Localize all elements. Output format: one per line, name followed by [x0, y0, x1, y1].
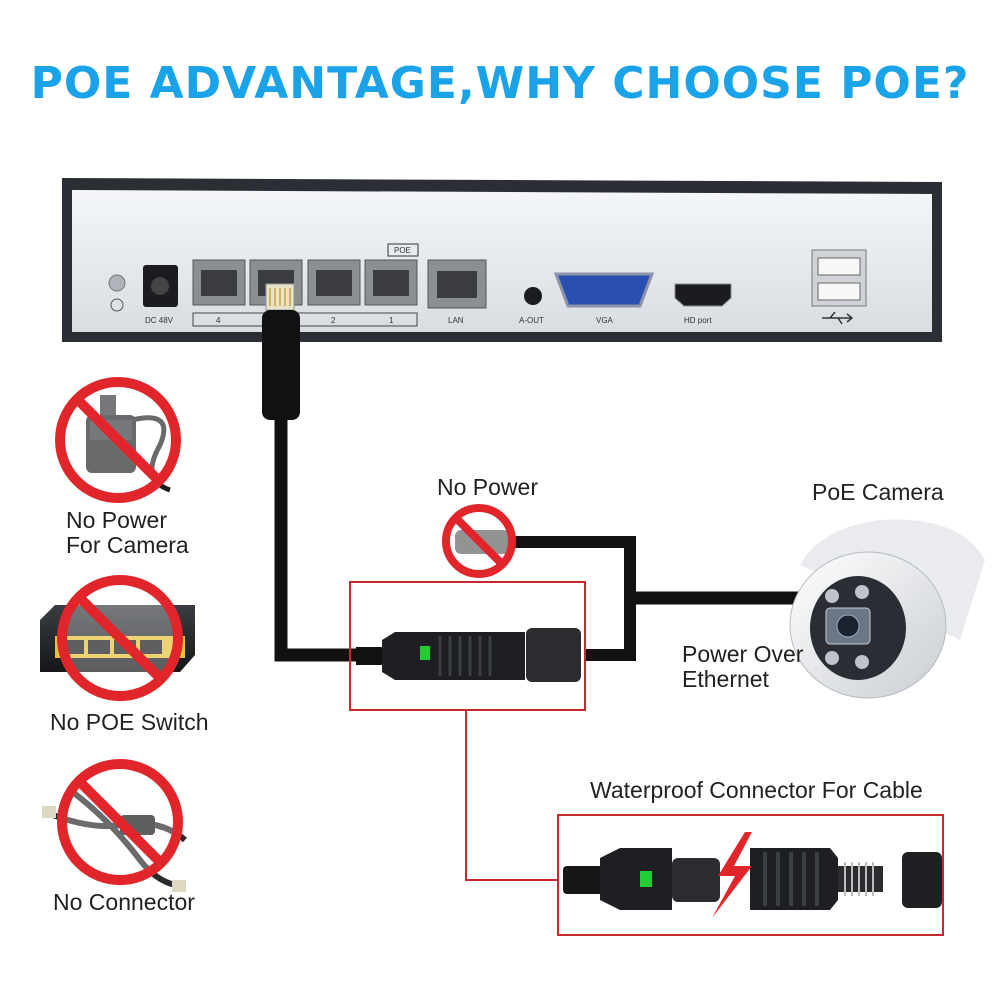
no-connector-label: No Connector [53, 889, 195, 915]
no-power-camera-line2: For Camera [66, 532, 189, 558]
port-number-4: 4 [216, 316, 221, 325]
poe-ports [192, 259, 418, 327]
connector-assembly [356, 628, 581, 682]
power-over-line2: Ethernet [682, 666, 769, 692]
no-switch-prohibit-icon [57, 575, 183, 701]
hdmi-port [674, 283, 732, 307]
vga-port [553, 272, 655, 308]
lightning-icon [712, 832, 752, 918]
no-power-camera-line1: No Power [66, 507, 167, 533]
poe-camera-label: PoE Camera [812, 479, 944, 505]
power-label: DC 48V [145, 316, 174, 325]
power-over-ethernet-label: Power Over Ethernet [682, 642, 803, 692]
poe-camera-image [789, 519, 985, 699]
main-cable [274, 420, 360, 662]
no-adapter-prohibit-icon [55, 377, 181, 503]
poe-tag: POE [394, 246, 411, 255]
power-over-line1: Power Over [682, 641, 804, 667]
port-number-1: 1 [389, 316, 394, 325]
audio-out-jack [524, 287, 542, 305]
no-power-label: No Power [437, 474, 538, 500]
callout-line [465, 710, 558, 881]
page-title: POE ADVANTAGE,WHY CHOOSE POE? [30, 58, 970, 109]
ground-icon [110, 298, 124, 312]
vga-label: VGA [596, 316, 614, 325]
waterproof-highlight-box [557, 814, 944, 936]
screw-icon [108, 274, 126, 292]
ethernet-plug [262, 283, 300, 420]
connector-highlight-box [349, 581, 586, 711]
status-led [420, 646, 430, 660]
no-power-prohibit-icon [442, 504, 516, 578]
port-number-2: 2 [331, 316, 336, 325]
usb-icon [822, 311, 854, 325]
hdmi-label: HD port [684, 316, 712, 325]
nvr-device: DC 48V POE 4 3 2 1 LAN A-OUT VGA HD port [62, 178, 942, 342]
no-connector-prohibit-icon [57, 759, 183, 885]
waterproof-connector-label: Waterproof Connector For Cable [590, 777, 923, 803]
no-power-for-camera-label: No Power For Camera [66, 508, 189, 558]
usb-ports [811, 249, 867, 307]
lan-label: LAN [448, 316, 464, 325]
waterproof-connector [563, 848, 942, 910]
aout-label: A-OUT [519, 316, 544, 325]
no-poe-switch-label: No POE Switch [50, 709, 209, 735]
